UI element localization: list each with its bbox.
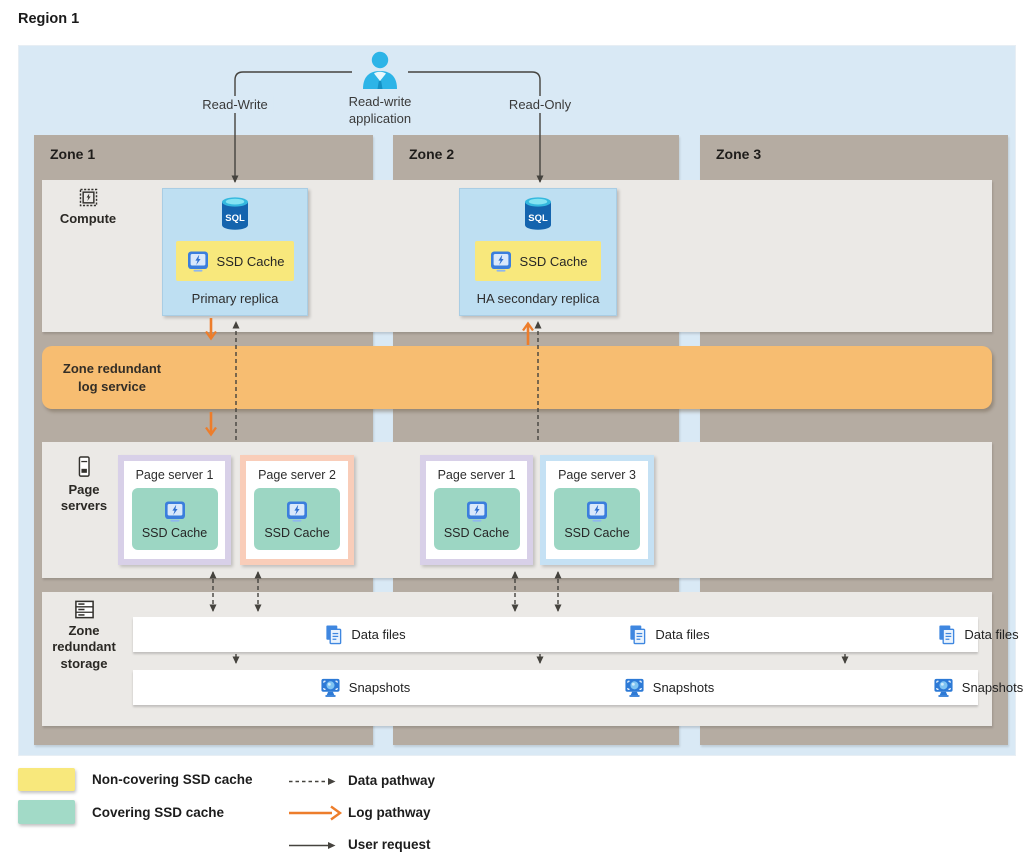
storage-band [42,592,992,726]
compute-label-text: Compute [59,211,117,226]
person-icon [357,50,403,92]
data-pathway-legend-icon [289,778,336,785]
server-tower-icon [74,455,94,479]
document-copy-icon [324,624,343,645]
legend-user-request-label: User request [348,837,431,852]
primary-ssd-cache: SSD Cache [176,241,294,281]
legend-data-pathway-label: Data pathway [348,773,436,788]
legend-non-covering-label: Non-covering SSD cache [92,772,253,787]
covering-ssd-cache: SSD Cache [433,488,520,550]
page-server-box: Page server 3 SSD Cache [540,455,654,565]
storage-row-label: Zone redundant storage [46,599,122,672]
covering-cache-swatch [18,800,75,824]
page-server-box: Page server 1 SSD Cache [118,455,231,565]
snapshot-monitor-icon [320,677,341,698]
page-server-box: Page server 1 SSD Cache [420,455,533,565]
primary-replica-box: SSD Cache Primary replica [162,188,308,316]
snapshot-monitor-icon [624,677,645,698]
covering-ssd-cache: SSD Cache [254,488,340,550]
page-servers-row-label: Page servers [46,455,122,515]
read-only-label: Read-Only [503,96,577,113]
data-files-item: Data files [908,617,1035,652]
snapshots-item: Snapshots [599,670,739,705]
ssd-drive-icon [489,249,513,273]
data-files-bar: Data files Data files Data files [133,617,1019,652]
snapshots-item: Snapshots [295,670,435,705]
covering-ssd-cache: SSD Cache [554,488,640,550]
secondary-ssd-cache: SSD Cache [475,241,601,281]
zone-2-title: Zone 2 [409,146,455,162]
chip-icon [78,187,99,208]
primary-replica-title: Primary replica [191,291,279,306]
snapshot-monitor-icon [933,677,954,698]
compute-row-label: Compute [50,187,126,227]
sql-database-icon [220,197,250,231]
log-service-label: Zone redundant log service [62,360,162,394]
covering-ssd-cache: SSD Cache [131,488,218,550]
read-write-label: Read-Write [197,96,273,113]
user-request-legend-icon [289,842,336,849]
data-files-item: Data files [599,617,739,652]
page-server-box: Page server 2 SSD Cache [240,455,354,565]
storage-stack-icon [73,599,96,620]
non-covering-cache-swatch [18,768,75,791]
ssd-drive-icon [163,499,187,523]
snapshots-item: Snapshots [908,670,1035,705]
snapshots-bar: Snapshots Snapshots Snapshots [133,670,1023,705]
zone-1-title: Zone 1 [50,146,96,162]
secondary-replica-title: HA secondary replica [476,291,600,306]
log-service-bar [42,346,992,409]
zone-3-title: Zone 3 [716,146,762,162]
document-copy-icon [628,624,647,645]
ssd-drive-icon [285,499,309,523]
ha-secondary-replica-box: SSD Cache HA secondary replica [459,188,617,316]
ssd-drive-icon [585,499,609,523]
document-copy-icon [937,624,956,645]
application-label: Read-write application [348,94,412,126]
legend-log-pathway-label: Log pathway [348,805,431,820]
sql-database-icon [523,197,553,231]
legend-covering-label: Covering SSD cache [92,805,225,820]
region-title: Region 1 [18,11,80,27]
read-write-application [355,49,405,93]
log-pathway-legend-icon [289,805,343,821]
data-files-item: Data files [295,617,435,652]
ssd-drive-icon [186,249,210,273]
ssd-drive-icon [465,499,489,523]
